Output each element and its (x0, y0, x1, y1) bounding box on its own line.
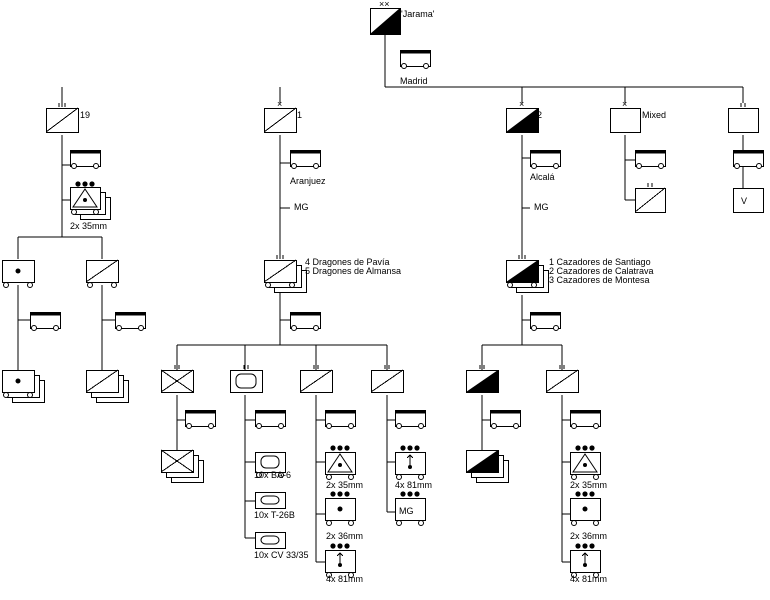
label-alcala: Alcalá (530, 172, 555, 182)
hq-symbol-49 (733, 150, 764, 169)
unit-symbol-27 (570, 498, 601, 526)
label-arty-35-b: 2x 35mm (570, 480, 607, 490)
label-2: 2 (537, 110, 542, 120)
unit-symbol-24 (395, 452, 426, 480)
unit-symbol-12 (160, 365, 194, 393)
unit-symbol-28 (570, 550, 601, 578)
hq-symbol-36 (290, 150, 321, 169)
hq-symbol-45 (490, 410, 521, 429)
unit-symbol-14 (299, 365, 333, 393)
hq-symbol-47 (530, 312, 561, 331)
unit-symbol-7 (85, 259, 119, 288)
unit-labels: 'Jarama' Madrid 19 1 2 Mixed Aranjuez Al… (70, 9, 747, 584)
unit-symbol-15 (370, 365, 404, 393)
unit-symbol-11 (85, 369, 129, 403)
ammo-dots-54 (400, 445, 420, 451)
hq-symbol-48 (635, 150, 666, 169)
unit-symbol-19 (466, 445, 509, 483)
label-cv33: 10x CV 33/35 (254, 550, 309, 560)
hq-symbol-39 (115, 312, 146, 331)
unit-symbol-1 (45, 103, 79, 133)
unit-symbol-8 (263, 255, 307, 293)
hq-symbol-46 (570, 410, 601, 429)
label-madrid: Madrid (400, 76, 428, 86)
label-mg-1: MG (294, 202, 309, 212)
unit-symbol-30 (255, 492, 286, 509)
unit-symbol-20 (70, 187, 111, 220)
unit-symbol-33 (733, 188, 764, 213)
label-cazadores-1: 1 Cazadores de Santiago (549, 257, 651, 267)
unit-symbol-31 (255, 532, 286, 549)
hq-symbol-44 (395, 410, 426, 429)
unit-symbol-13 (230, 365, 263, 393)
label-mixed: Mixed (642, 110, 666, 120)
hq-symbol-34 (400, 50, 431, 69)
unit-symbol-22 (325, 498, 356, 526)
hq-symbol-40 (290, 312, 321, 331)
hq-symbol-38 (30, 312, 61, 331)
hq-symbol-35 (70, 150, 101, 169)
svg-text:×: × (277, 99, 282, 109)
label-mortar-b: 4x 81mm (395, 480, 432, 490)
unit-symbol-23 (325, 550, 356, 578)
label-mortar-a: 4x 81mm (326, 574, 363, 584)
unit-symbol-25 (395, 498, 426, 526)
label-mg-3: MG (399, 506, 414, 516)
label-19: 19 (80, 110, 90, 120)
svg-text:××: ×× (379, 0, 390, 9)
ammo-dots-51 (330, 445, 350, 451)
label-jarama: 'Jarama' (401, 9, 435, 19)
unit-symbol-9 (506, 255, 549, 293)
ammo-dots-55 (400, 491, 420, 497)
label-dragones-5: 5 Dragones de Almansa (305, 266, 401, 276)
unit-symbol-2: × (263, 99, 297, 133)
hq-symbol-41 (185, 410, 216, 429)
hq-symbol-37 (530, 150, 561, 169)
unit-symbol-18 (160, 445, 204, 483)
unit-symbol-21 (325, 452, 356, 480)
unit-symbol-4: × (610, 99, 641, 133)
ammo-dots-57 (575, 491, 595, 497)
unit-symbol-26 (570, 452, 601, 480)
label-1: 1 (297, 110, 302, 120)
ammo-dots-52 (330, 491, 350, 497)
unit-symbol-16 (466, 365, 499, 393)
label-mg-2: MG (534, 202, 549, 212)
label-arty-35-a: 2x 35mm (326, 480, 363, 490)
connector-lines (17, 34, 744, 563)
unit-symbols: ××××× (2, 0, 764, 578)
ammo-dots-50 (75, 181, 95, 187)
ammo-dots-58 (575, 543, 595, 549)
unit-symbol-5 (728, 103, 759, 133)
label-cazadores-2: 2 Cazadores de Calatrava (549, 266, 654, 276)
label-mortar-c: 4x 81mm (570, 574, 607, 584)
hq-symbol-43 (325, 410, 356, 429)
ammo-dots-53 (330, 543, 350, 549)
label-arty-36-a: 2x 36mm (326, 531, 363, 541)
unit-symbol-17 (545, 365, 579, 393)
svg-text:×: × (622, 99, 627, 109)
unit-symbol-29 (255, 452, 286, 478)
label-arty-36-b: 2x 36mm (570, 531, 607, 541)
label-dragones-4: 4 Dragones de Pavía (305, 257, 390, 267)
label-aranjuez: Aranjuez (290, 176, 326, 186)
label-arty-19: 2x 35mm (70, 221, 107, 231)
unit-symbol-3: × (506, 99, 539, 133)
label-t26b: 10x T-26B (254, 510, 295, 520)
svg-text:×: × (519, 99, 524, 109)
label-ba6: 10x BA-6 (254, 470, 291, 480)
label-v: V (741, 196, 747, 206)
unit-symbol-6 (2, 260, 35, 288)
hq-symbol-42 (255, 410, 286, 429)
unit-symbol-0: ×× (370, 0, 401, 35)
label-cazadores-3: 3 Cazadores de Montesa (549, 275, 650, 285)
ammo-dots-56 (575, 445, 595, 451)
unit-symbol-10 (2, 370, 45, 403)
unit-symbol-32 (634, 183, 666, 213)
